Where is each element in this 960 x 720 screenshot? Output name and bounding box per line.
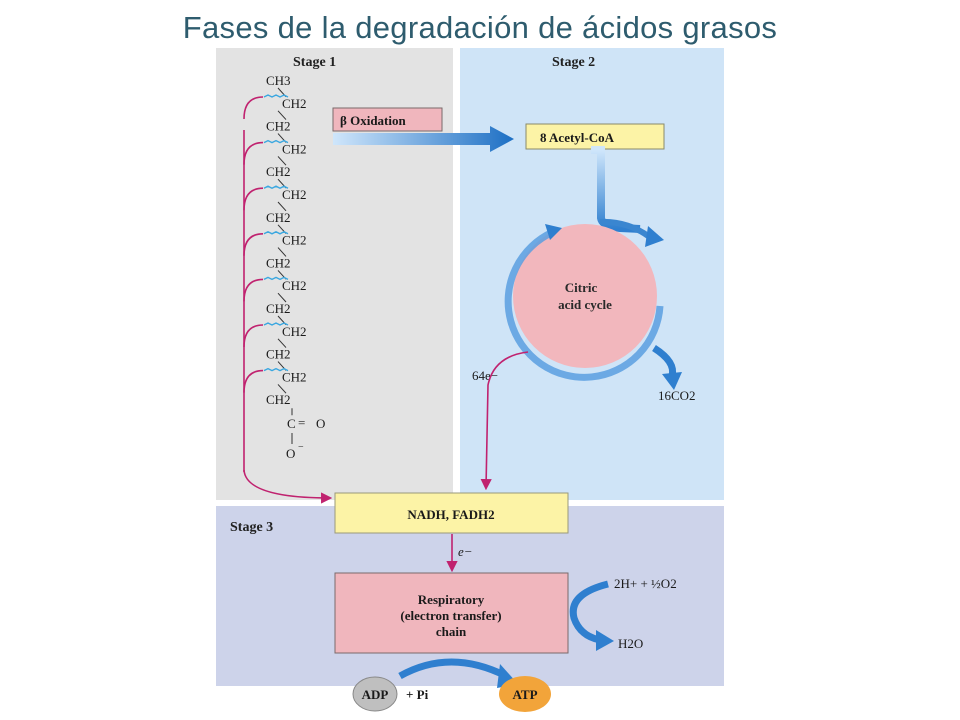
co2-label: 16CO2 [658,388,696,403]
methylene-group: CH2 [282,141,307,156]
cycle-arrowhead-top [645,226,664,247]
adp-label: ADP [362,687,389,702]
fatty-acid-chain: CH3CH2CH2CH2CH2CH2CH2CH2CH2CH2CH2CH2CH2C… [263,73,325,461]
cleavage-mark [263,276,289,281]
cleavage-mark [263,94,289,98]
adp-to-atp-arrow [398,658,508,680]
atp-circle [499,676,551,712]
page-title: Fases de la degradación de ácidos grasos [182,10,778,45]
chain-bond [277,110,287,120]
methylene-group: CH2 [266,392,291,407]
respiratory-line3: chain [436,624,467,639]
cycle-to-nadh-arrow [480,351,529,491]
chain-bond [277,338,287,348]
cleavage-mark [263,367,289,372]
cleavage-mark [263,322,289,326]
cycle-label-line1: Citric [565,280,598,295]
oxidation-loop [243,96,264,120]
chain-bond [277,247,287,257]
acetyl-coa-label: 8 Acetyl-CoA [540,130,615,145]
chain-bond [277,384,287,394]
cleavage-mark [263,185,289,189]
methyl-group: CH3 [266,73,291,88]
carboxyl-oxygen-single: O [286,446,295,461]
electron-label: e− [458,544,473,559]
adp-circle [352,676,398,712]
methylene-group: CH2 [266,255,291,270]
chain-to-nadh-arrow [243,469,333,504]
beta-oxidation-loops [243,96,264,472]
carboxyl-double-bond: = [298,415,305,430]
beta-to-acetyl-arrow [333,126,514,152]
methylene-group: CH2 [266,119,291,134]
stage1-label: Stage 1 [293,55,336,70]
beta-oxidation-label: β Oxidation [340,113,406,128]
methylene-group: CH2 [282,233,307,248]
carboxyl-charge: − [298,442,304,453]
water-label: H2O [618,636,643,651]
carboxyl-carbon: C [287,416,296,431]
carboxyl-oxygen-double: O [316,416,325,431]
methylene-group: CH2 [282,369,307,384]
stage3-label: Stage 3 [230,520,273,535]
beta-oxidation-box [332,107,443,132]
methylene-group: CH2 [266,164,291,179]
methylene-group: CH2 [282,187,307,202]
nadh-fadh2-label: NADH, FADH2 [407,507,494,522]
respiratory-chain-box [334,572,569,654]
methylene-group: CH2 [266,210,291,225]
chain-bond [277,156,287,166]
stage2-label: Stage 2 [552,55,595,70]
cleavage-mark [263,139,289,144]
methylene-group: CH2 [266,347,291,362]
plus-pi-label: + Pi [406,687,429,702]
water-arrowhead [596,630,614,651]
oxygen-to-water-arrow [569,580,609,644]
cycle-ring-arrow [504,228,664,381]
methylene-group: CH2 [282,324,307,339]
respiratory-line1: Respiratory [418,592,485,607]
nadh-fadh2-box [334,492,569,534]
chain-bond [277,201,287,212]
respiratory-line2: (electron transfer) [400,608,501,623]
electrons-64-label: 64e− [472,368,498,383]
citric-acid-cycle [513,224,657,368]
cycle-label-line2: acid cycle [558,297,612,312]
oxygen-label: 2H+ + ½O2 [614,576,677,591]
atp-label: ATP [512,687,537,702]
co2-arrowhead [662,372,682,390]
methylene-group: CH2 [282,96,307,111]
cleavage-mark [263,231,289,235]
cycle-arrowhead-left [545,224,562,240]
methylene-group: CH2 [282,278,307,293]
chain-bond [277,292,287,303]
acetyl-coa-box [525,123,665,150]
methylene-group: CH2 [266,301,291,316]
